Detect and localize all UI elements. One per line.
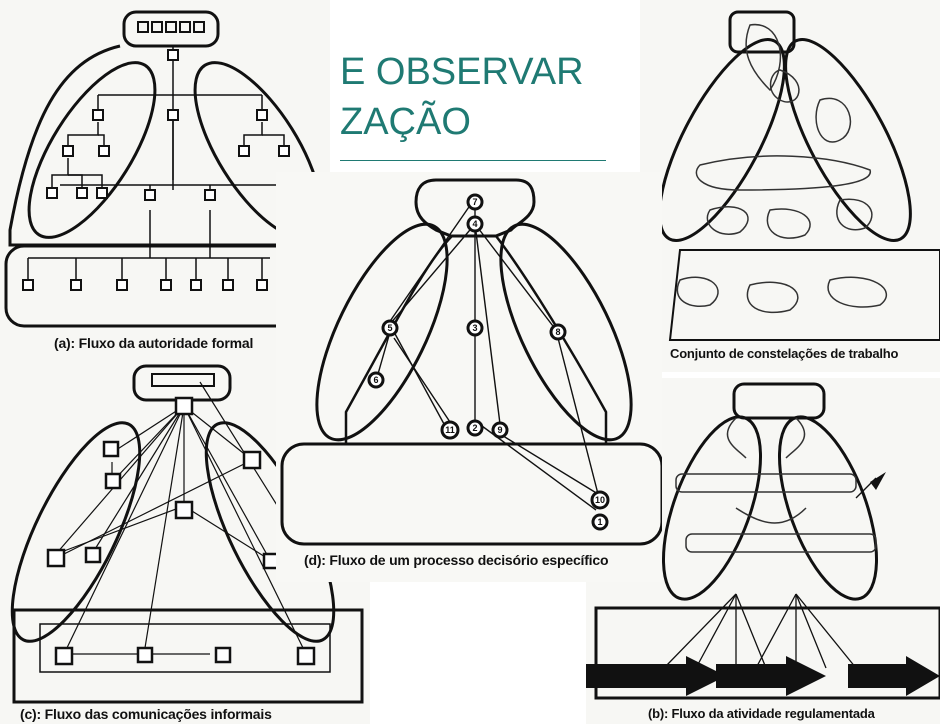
slide-title-line-1: E OBSERVAR [340,51,584,93]
decision-node-1: 1 [597,517,602,527]
decision-node-8: 8 [555,327,560,337]
caption-informal-communications: (c): Fluxo das comunicações informais [20,706,272,722]
caption-regulated-activity: (b): Fluxo da atividade regulamentada [648,706,875,721]
panel-work-constellations: Conjunto de constelações de trabalho [640,0,940,372]
slide-title: E OBSERVAR ZAÇÃO [340,50,610,150]
decision-node-5: 5 [387,323,392,333]
caption-formal-authority: (a): Fluxo da autoridade formal [54,335,254,351]
diagram-work-constellations [658,10,940,341]
decision-node-10: 10 [595,495,605,505]
panel-decision-process: 7 4 5 6 3 8 11 2 9 10 1 (d): Fluxo de um… [276,172,662,582]
caption-decision-process: (d): Fluxo de um processo decisório espe… [304,552,609,568]
decision-node-2: 2 [472,423,477,433]
decision-node-4: 4 [472,219,477,229]
decision-node-3: 3 [472,323,477,333]
slide-title-line-2: ZAÇÃO [340,101,471,143]
diagram-decision-process: 7 4 5 6 3 8 11 2 9 10 1 [280,178,662,546]
panel-formal-authority: (a): Fluxo da autoridade formal [0,0,330,372]
title-divider [340,160,606,161]
diagram-regulated-activity [586,382,940,700]
decision-node-7: 7 [472,197,477,207]
decision-node-9: 9 [497,425,502,435]
decision-node-11: 11 [445,425,455,435]
caption-work-constellations: Conjunto de constelações de trabalho [670,346,899,361]
decision-node-6: 6 [373,375,378,385]
diagram-informal-communications [10,364,364,704]
